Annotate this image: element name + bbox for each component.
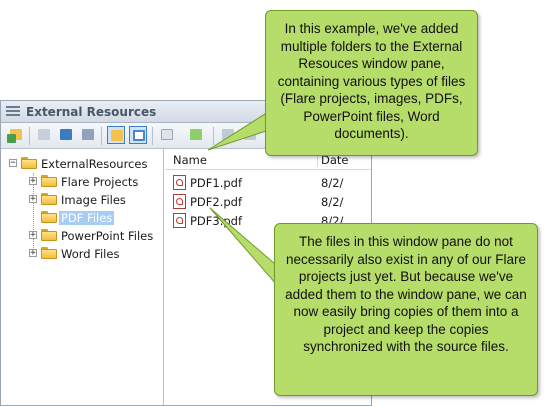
folder-icon — [41, 193, 57, 205]
callout-bottom-text: The files in this window pane do not nec… — [285, 234, 527, 354]
plus-icon — [7, 134, 16, 143]
file-row[interactable]: PDF2.pdf 8/2/ — [165, 192, 371, 212]
expand-icon[interactable]: + — [29, 248, 37, 258]
tree-item-label: PowerPoint Files — [61, 229, 154, 243]
folder-icon — [41, 211, 57, 223]
folder-view-icon — [111, 130, 123, 141]
callout-top: In this example, we've added multiple fo… — [265, 10, 478, 156]
file-date: 8/2/ — [321, 176, 344, 190]
folder-tree: − ExternalResources + Flare Projects + I… — [1, 149, 164, 405]
tree-item-label: Flare Projects — [61, 175, 139, 189]
toolbar-separator — [101, 127, 102, 145]
list-view-button[interactable] — [129, 126, 147, 144]
folder-icon — [41, 247, 57, 259]
toolbar-separator — [29, 127, 30, 145]
folder-icon — [41, 229, 57, 241]
window-title: External Resources — [26, 105, 157, 119]
tree-item-label: Word Files — [61, 247, 120, 261]
pdf-file-icon — [173, 194, 186, 209]
tree-item-label: ExternalResources — [41, 157, 148, 171]
file-row[interactable]: PDF1.pdf 8/2/ — [165, 173, 371, 193]
open-icon — [38, 129, 50, 140]
file-name: PDF2.pdf — [190, 195, 243, 209]
copy-button[interactable] — [79, 126, 97, 144]
open-button[interactable] — [35, 126, 53, 144]
callout-bottom: The files in this window pane do not nec… — [274, 223, 538, 396]
collapse-icon[interactable]: − — [9, 158, 17, 168]
add-folder-button[interactable] — [187, 126, 205, 144]
add-resource-icon — [10, 129, 22, 140]
duplicate-icon — [161, 129, 173, 140]
file-name: PDF1.pdf — [190, 176, 243, 190]
duplicate-button[interactable] — [158, 126, 176, 144]
properties-icon — [60, 129, 72, 140]
pdf-file-icon — [173, 213, 186, 228]
column-divider[interactable] — [317, 151, 318, 167]
edit-icon — [222, 129, 234, 140]
tree-guide-line — [33, 173, 34, 252]
folder-icon — [21, 157, 37, 169]
file-date: 8/2/ — [321, 195, 344, 209]
tree-item-label: PDF Files — [59, 211, 115, 225]
edit-button[interactable] — [219, 126, 237, 144]
pdf-file-icon — [173, 175, 186, 190]
toolbar-separator — [152, 127, 153, 145]
column-header-name[interactable]: Name — [173, 153, 207, 167]
add-folder-icon — [190, 129, 202, 140]
expand-icon[interactable]: + — [29, 176, 37, 186]
folder-view-button[interactable] — [107, 126, 125, 144]
expand-icon[interactable]: + — [29, 194, 37, 204]
window-menu-icon[interactable] — [6, 106, 20, 117]
column-header-date[interactable]: Date — [321, 153, 349, 167]
properties-button[interactable] — [57, 126, 75, 144]
copy-icon — [82, 129, 94, 140]
callout-top-text: In this example, we've added multiple fo… — [277, 21, 466, 141]
folder-icon — [41, 175, 57, 187]
tree-item-label: Image Files — [61, 193, 126, 207]
add-resource-button[interactable] — [7, 126, 25, 144]
toolbar-separator — [213, 127, 214, 145]
expand-icon[interactable]: + — [29, 230, 37, 240]
list-view-icon — [133, 130, 145, 141]
